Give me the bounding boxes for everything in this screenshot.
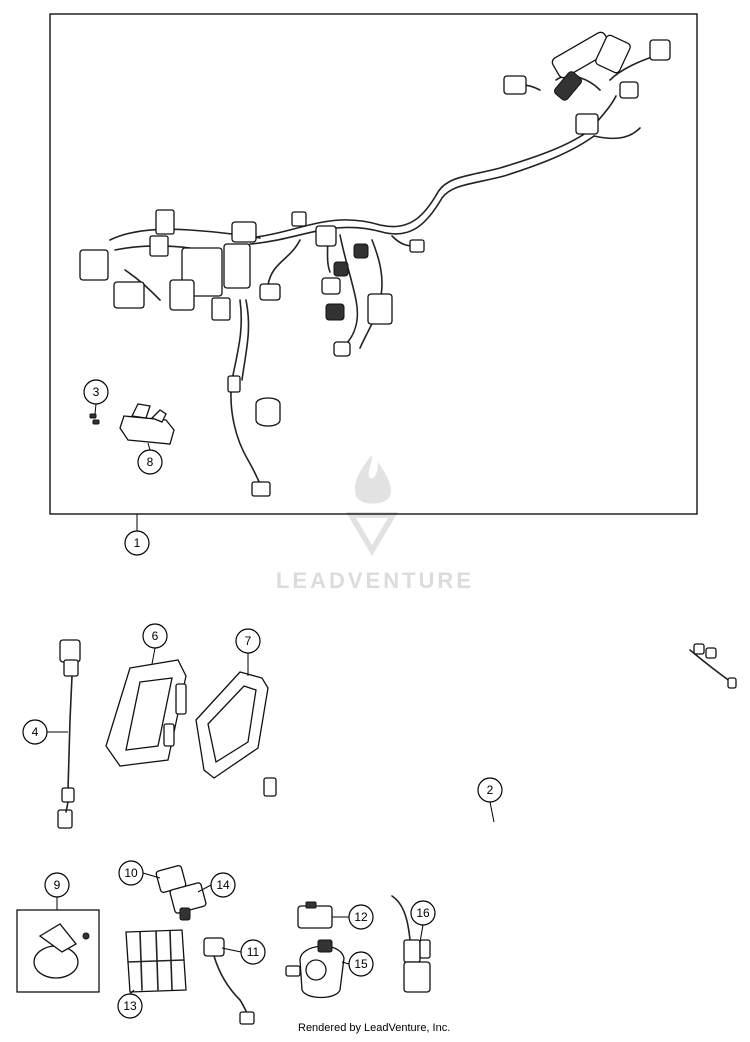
callout-label: 15 bbox=[354, 957, 368, 971]
callout-label: 12 bbox=[354, 910, 368, 924]
callout-label: 4 bbox=[32, 725, 39, 739]
horn-frame bbox=[16, 909, 100, 993]
control-unit-a bbox=[105, 659, 187, 767]
wiring-harness-extension bbox=[263, 643, 737, 875]
harness-frame bbox=[49, 13, 698, 515]
callout-6[interactable]: 6 bbox=[142, 623, 168, 649]
starter-relay bbox=[285, 939, 345, 999]
callout-10[interactable]: 10 bbox=[118, 860, 144, 886]
lead-16 bbox=[391, 895, 431, 993]
callout-label: 3 bbox=[93, 385, 100, 399]
leader-lines bbox=[47, 403, 495, 995]
callout-12[interactable]: 12 bbox=[348, 904, 374, 930]
callout-label: 8 bbox=[147, 455, 154, 469]
connector-lead bbox=[203, 937, 255, 1025]
callout-label: 13 bbox=[123, 999, 137, 1013]
sensor-cable bbox=[57, 639, 81, 829]
relay-14 bbox=[169, 882, 207, 921]
credit-text: Rendered by LeadVenture, Inc. bbox=[298, 1022, 450, 1034]
callout-label: 16 bbox=[416, 906, 430, 920]
callout-7[interactable]: 7 bbox=[235, 628, 261, 654]
fuse-box bbox=[125, 929, 187, 993]
main-wiring-harness bbox=[79, 31, 671, 497]
callout-3[interactable]: 3 bbox=[83, 379, 109, 405]
callout-1[interactable]: 1 bbox=[124, 530, 150, 556]
watermark-text: LEADVENTURE bbox=[276, 568, 474, 593]
callout-2[interactable]: 2 bbox=[477, 777, 503, 803]
callout-label: 1 bbox=[134, 536, 141, 550]
callout-label: 10 bbox=[124, 866, 138, 880]
callout-11[interactable]: 11 bbox=[240, 939, 266, 965]
callout-15[interactable]: 15 bbox=[348, 951, 374, 977]
callout-label: 11 bbox=[247, 945, 260, 959]
callout-label: 2 bbox=[487, 783, 494, 797]
relay-12 bbox=[297, 901, 333, 929]
small-pins bbox=[89, 413, 100, 425]
callout-label: 14 bbox=[216, 878, 230, 892]
connector-housing bbox=[119, 403, 175, 445]
callout-9[interactable]: 9 bbox=[44, 872, 70, 898]
callout-label: 7 bbox=[245, 634, 252, 648]
callout-13[interactable]: 13 bbox=[117, 993, 143, 1019]
callout-14[interactable]: 14 bbox=[210, 872, 236, 898]
control-unit-b bbox=[195, 671, 269, 779]
leadventure-watermark: LEADVENTURE bbox=[276, 455, 474, 593]
callout-8[interactable]: 8 bbox=[137, 449, 163, 475]
callout-4[interactable]: 4 bbox=[22, 719, 48, 745]
callout-label: 9 bbox=[54, 878, 61, 892]
callout-label: 6 bbox=[152, 629, 159, 643]
horn bbox=[33, 923, 90, 979]
callout-16[interactable]: 16 bbox=[410, 900, 436, 926]
